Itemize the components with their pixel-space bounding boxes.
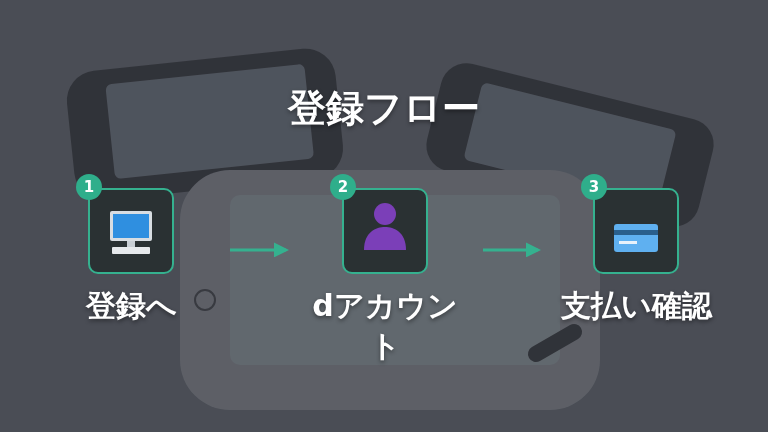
step-node: 3 支払い確認: [526, 188, 746, 326]
step-label: 登録へ: [21, 286, 241, 326]
flow-arrow: [230, 248, 286, 251]
icon-box: 2: [342, 188, 428, 274]
title: 登録フロー: [0, 84, 768, 132]
strap: [525, 321, 585, 365]
phone-button: [195, 290, 215, 310]
icon-box: 3: [593, 188, 679, 274]
step-node: 1 登録へ: [21, 188, 241, 326]
step-node: 2 dアカウント: [275, 188, 495, 366]
step-number: 2: [330, 174, 356, 200]
step-label: 支払い確認: [526, 286, 746, 326]
step-number: 3: [581, 174, 607, 200]
phone-screen: [105, 64, 314, 179]
icon-box: 1: [88, 188, 174, 274]
step-number: 1: [76, 174, 102, 200]
step-label: dアカウント: [275, 286, 495, 366]
flow-arrow: [483, 248, 538, 251]
phone-shape: [180, 170, 600, 410]
